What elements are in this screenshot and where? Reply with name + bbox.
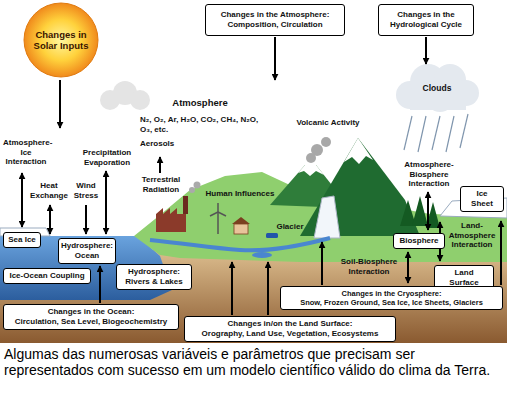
- house: [232, 217, 250, 234]
- process-label: Soil-Biosphere Interaction: [336, 257, 402, 276]
- change-box: Changes in the Ocean:Circulation, Sea Le…: [3, 304, 179, 330]
- component-box: Ice Sheet: [460, 186, 504, 212]
- river: [150, 238, 330, 250]
- process-label: Atmosphere-Ice Interaction: [3, 138, 49, 167]
- box-heading: Hydrosphere:: [128, 267, 180, 277]
- box-heading: Changes in/on the Land Surface:: [228, 319, 353, 329]
- sun-circle: Changes in Solar Inputs: [23, 2, 99, 78]
- process-label: Heat Exchange: [28, 181, 70, 200]
- box-text: Circulation, Sea Level, Biogeochemistry: [15, 317, 168, 327]
- component-label: Atmosphere: [160, 97, 240, 108]
- change-box: Changes in/on the Land Surface:Orography…: [184, 316, 396, 342]
- process-label: Wind Stress: [71, 181, 101, 200]
- component-label: Glacier: [274, 222, 306, 232]
- aerosol-cloud: [100, 81, 150, 110]
- cloud: [396, 64, 479, 112]
- component-label: Clouds: [412, 83, 462, 93]
- component-box: Hydrosphere:Rivers & Lakes: [116, 264, 192, 290]
- box-heading: Biosphere: [399, 236, 438, 246]
- snow-cap: [344, 138, 373, 164]
- process-label: Atmosphere-Biosphere Interaction: [398, 160, 460, 189]
- box-text: Composition, Circulation: [227, 20, 322, 30]
- lake: [252, 252, 272, 258]
- box-heading: Changes in the Cryosphere:: [341, 289, 441, 298]
- volcanic-smoke: [306, 137, 331, 163]
- trees: [400, 196, 440, 228]
- box-text: Rivers & Lakes: [125, 277, 182, 287]
- change-box: Changes in the Cryosphere:Snow, Frozen G…: [280, 286, 503, 310]
- process-label: Precipitation Evaporation: [76, 148, 138, 167]
- process-label: Human Influences: [202, 189, 278, 199]
- car: [266, 233, 278, 238]
- box-heading: Changes in the Hydrological Cycle: [383, 10, 469, 29]
- glacier: [314, 196, 340, 238]
- interaction-box: Ice-Ocean Coupling: [3, 268, 91, 284]
- box-heading: Land Surface: [439, 268, 489, 287]
- component-box: Hydrosphere:Ocean: [58, 238, 116, 264]
- sun-disc: [24, 3, 98, 77]
- box-text: Snow, Frozen Ground, Sea Ice, Ice Sheets…: [300, 298, 483, 307]
- rain: [404, 114, 468, 152]
- figure-caption: Algumas das numerosas variáveis e parâme…: [4, 346, 503, 378]
- box-heading: Changes in the Ocean:: [48, 307, 135, 317]
- process-label: Volcanic Activity: [286, 118, 370, 128]
- component-box: Biosphere: [393, 233, 445, 249]
- volcano-cap: [298, 165, 324, 176]
- box-text: Ocean: [75, 251, 99, 261]
- box-heading: Ice-Ocean Coupling: [9, 271, 84, 281]
- box-heading: Changes in the Atmosphere:: [221, 10, 330, 20]
- box-text: Orography, Land Use, Vegetation, Ecosyst…: [202, 329, 379, 339]
- box-heading: Ice Sheet: [465, 189, 499, 208]
- box-heading: Changes in Solar Inputs: [32, 29, 90, 52]
- process-label: Land-Atmosphere Interaction: [446, 221, 498, 250]
- box-heading: Hydrosphere:: [61, 241, 113, 251]
- interaction-arrows: [22, 37, 501, 315]
- gas-list: N₂, O₂, Ar, H₂O, CO₂, CH₄, N₂O, O₃, etc.: [140, 115, 268, 134]
- change-box: Changes in the Hydrological Cycle: [378, 4, 474, 36]
- component-box: Sea Ice: [3, 232, 41, 248]
- process-label: Terrestrial Radiation: [136, 175, 186, 194]
- box-heading: Sea Ice: [8, 235, 36, 245]
- change-box: Changes in the Atmosphere:Composition, C…: [205, 4, 345, 36]
- windmill: [210, 203, 226, 234]
- component-label: Aerosols: [140, 139, 190, 149]
